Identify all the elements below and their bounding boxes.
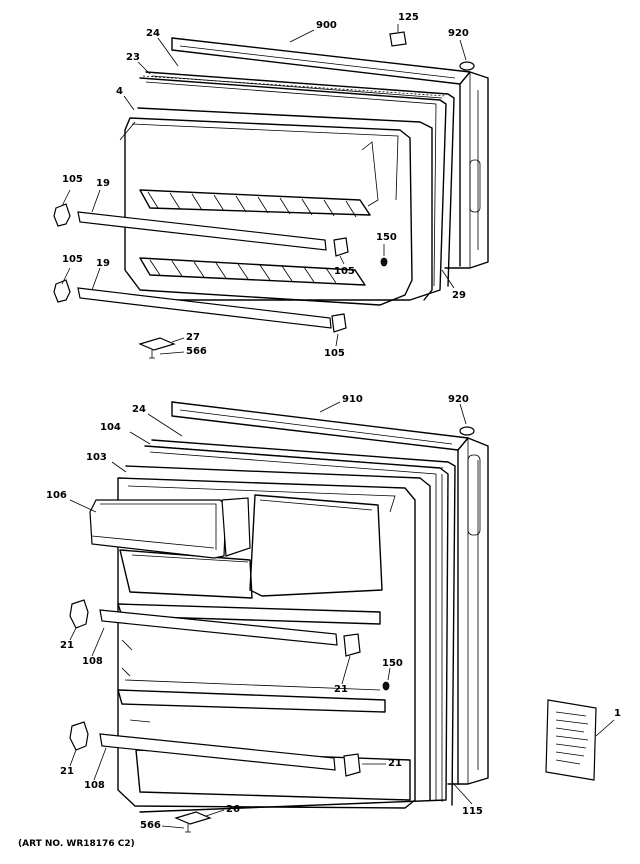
callout-125: 125 (398, 12, 419, 23)
callout-19-b: 19 (96, 258, 110, 269)
freezer-bar-end-cap-1 (53, 203, 71, 227)
callout-566-top: 566 (186, 346, 207, 357)
freezer-door-bar-upper (77, 211, 327, 251)
freezer-outer-door-panel (171, 37, 489, 269)
callout-103: 103 (86, 452, 107, 463)
callout-115: 115 (462, 806, 483, 817)
callout-106: 106 (46, 490, 67, 501)
callout-21-a: 21 (60, 640, 74, 651)
freezer-door-bar-lower (77, 287, 332, 329)
freezer-door-liner (119, 107, 433, 306)
fresh-food-bar-end-cap-3 (343, 633, 361, 657)
callout-leader-lines (61, 24, 615, 829)
callout-920-bot: 920 (448, 394, 469, 405)
fresh-food-door-liner (117, 465, 431, 809)
callout-104: 104 (100, 422, 121, 433)
fresh-food-hinge-screw (185, 824, 191, 833)
callout-900-top: 900 (316, 20, 337, 31)
freezer-hinge-screw (149, 350, 155, 359)
freezer-hinge-plate (138, 337, 176, 351)
callout-150-bot: 150 (382, 658, 403, 669)
callout-21-d: 21 (388, 758, 402, 769)
fresh-food-door-bar-lower (99, 733, 336, 771)
callout-26: 26 (226, 804, 240, 815)
fresh-food-bar-end-cap-4 (343, 753, 361, 777)
callout-21-c: 21 (60, 766, 74, 777)
fresh-food-outer-door-panel (171, 401, 489, 785)
callout-29: 29 (452, 290, 466, 301)
callout-108-a: 108 (82, 656, 103, 667)
fresh-food-door-bar-upper (99, 609, 338, 646)
callout-920-top: 920 (448, 28, 469, 39)
fresh-food-screw (382, 681, 390, 691)
freezer-bar-end-cap-3 (333, 237, 349, 257)
callout-150-top: 150 (376, 232, 397, 243)
fresh-food-hinge-cap (459, 426, 475, 436)
fresh-food-door-assembly (69, 401, 489, 833)
fresh-food-hinge-plate (174, 811, 212, 825)
freezer-door-gasket (139, 71, 455, 301)
fresh-food-door-gasket (139, 439, 456, 813)
callout-105-b: 105 (334, 266, 355, 277)
fresh-food-bar-end-cap-1 (69, 599, 89, 629)
freezer-hinge-cap (459, 61, 475, 71)
callout-27: 27 (186, 332, 200, 343)
callout-910: 910 (342, 394, 363, 405)
fresh-food-bar-end-cap-2 (69, 721, 89, 751)
freezer-bar-end-cap-2 (53, 279, 71, 303)
callout-19-a: 19 (96, 178, 110, 189)
freezer-bar-end-cap-4 (331, 313, 347, 333)
art-number-caption: (ART NO. WR18176 C2) (18, 839, 135, 849)
dairy-compartment-door (89, 497, 251, 559)
freezer-button-part (389, 31, 407, 47)
callout-108-b: 108 (84, 780, 105, 791)
callout-21-b: 21 (334, 684, 348, 695)
callout-105-c: 105 (62, 254, 83, 265)
callout-23: 23 (126, 52, 140, 63)
callout-24-top: 24 (146, 28, 160, 39)
callout-105-d: 105 (324, 348, 345, 359)
callout-1: 1 (614, 708, 621, 719)
callout-566-bot: 566 (140, 820, 161, 831)
callout-24-bot: 24 (132, 404, 146, 415)
installation-literature-booklet (545, 699, 597, 781)
freezer-door-assembly (53, 31, 489, 359)
callout-4: 4 (116, 86, 123, 97)
callout-105-a: 105 (62, 174, 83, 185)
freezer-screw (380, 257, 388, 267)
